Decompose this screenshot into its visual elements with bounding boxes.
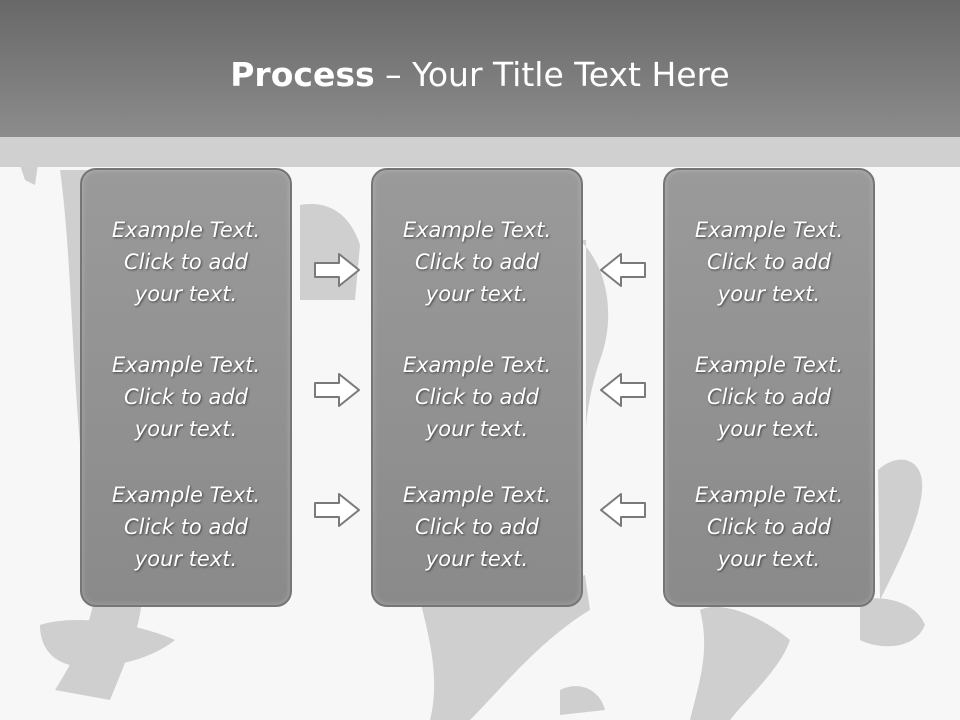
slide-title[interactable]: Process – Your Title Text Here bbox=[0, 52, 960, 98]
placeholder-line: your text. bbox=[134, 547, 238, 571]
placeholder-line: Example Text. bbox=[402, 353, 552, 377]
placeholder-line: Example Text. bbox=[694, 483, 844, 507]
title-bold-part: Process bbox=[230, 55, 375, 94]
placeholder-line: Click to add bbox=[414, 515, 539, 539]
placeholder-line: Example Text. bbox=[111, 218, 261, 242]
placeholder-line: your text. bbox=[425, 282, 529, 306]
right-arrow-icon bbox=[314, 373, 360, 407]
placeholder-line: Example Text. bbox=[111, 483, 261, 507]
right-arrow-icon bbox=[314, 253, 360, 287]
placeholder-line: your text. bbox=[717, 547, 821, 571]
placeholder-line: your text. bbox=[425, 547, 529, 571]
process-panel-right: Example Text. Click to add your text. Ex… bbox=[663, 168, 875, 607]
placeholder-line: your text. bbox=[717, 417, 821, 441]
placeholder-line: your text. bbox=[134, 417, 238, 441]
placeholder-line: Click to add bbox=[414, 385, 539, 409]
placeholder-line: Example Text. bbox=[694, 353, 844, 377]
process-panel-center: Example Text. Click to add your text. Ex… bbox=[371, 168, 583, 607]
left-arrow-icon bbox=[600, 253, 646, 287]
placeholder-line: Click to add bbox=[123, 515, 248, 539]
placeholder-line: Click to add bbox=[123, 250, 248, 274]
placeholder-line: Example Text. bbox=[402, 483, 552, 507]
placeholder-line: Click to add bbox=[706, 385, 831, 409]
placeholder-line: Click to add bbox=[706, 515, 831, 539]
text-placeholder[interactable]: Example Text. Click to add your text. bbox=[373, 479, 581, 575]
left-arrow-icon bbox=[600, 373, 646, 407]
title-rest-part: – Your Title Text Here bbox=[374, 55, 730, 94]
left-arrow-icon bbox=[600, 493, 646, 527]
text-placeholder[interactable]: Example Text. Click to add your text. bbox=[82, 214, 290, 310]
placeholder-line: Click to add bbox=[706, 250, 831, 274]
text-placeholder[interactable]: Example Text. Click to add your text. bbox=[373, 349, 581, 445]
placeholder-line: your text. bbox=[134, 282, 238, 306]
text-placeholder[interactable]: Example Text. Click to add your text. bbox=[373, 214, 581, 310]
right-arrow-icon bbox=[314, 493, 360, 527]
placeholder-line: Example Text. bbox=[111, 353, 261, 377]
placeholder-line: Example Text. bbox=[402, 218, 552, 242]
text-placeholder[interactable]: Example Text. Click to add your text. bbox=[665, 349, 873, 445]
text-placeholder[interactable]: Example Text. Click to add your text. bbox=[665, 479, 873, 575]
placeholder-line: Click to add bbox=[123, 385, 248, 409]
placeholder-line: your text. bbox=[717, 282, 821, 306]
text-placeholder[interactable]: Example Text. Click to add your text. bbox=[82, 479, 290, 575]
placeholder-line: Click to add bbox=[414, 250, 539, 274]
text-placeholder[interactable]: Example Text. Click to add your text. bbox=[82, 349, 290, 445]
process-panel-left: Example Text. Click to add your text. Ex… bbox=[80, 168, 292, 607]
title-underline-band bbox=[0, 137, 960, 167]
text-placeholder[interactable]: Example Text. Click to add your text. bbox=[665, 214, 873, 310]
placeholder-line: Example Text. bbox=[694, 218, 844, 242]
title-bar bbox=[0, 0, 960, 137]
placeholder-line: your text. bbox=[425, 417, 529, 441]
